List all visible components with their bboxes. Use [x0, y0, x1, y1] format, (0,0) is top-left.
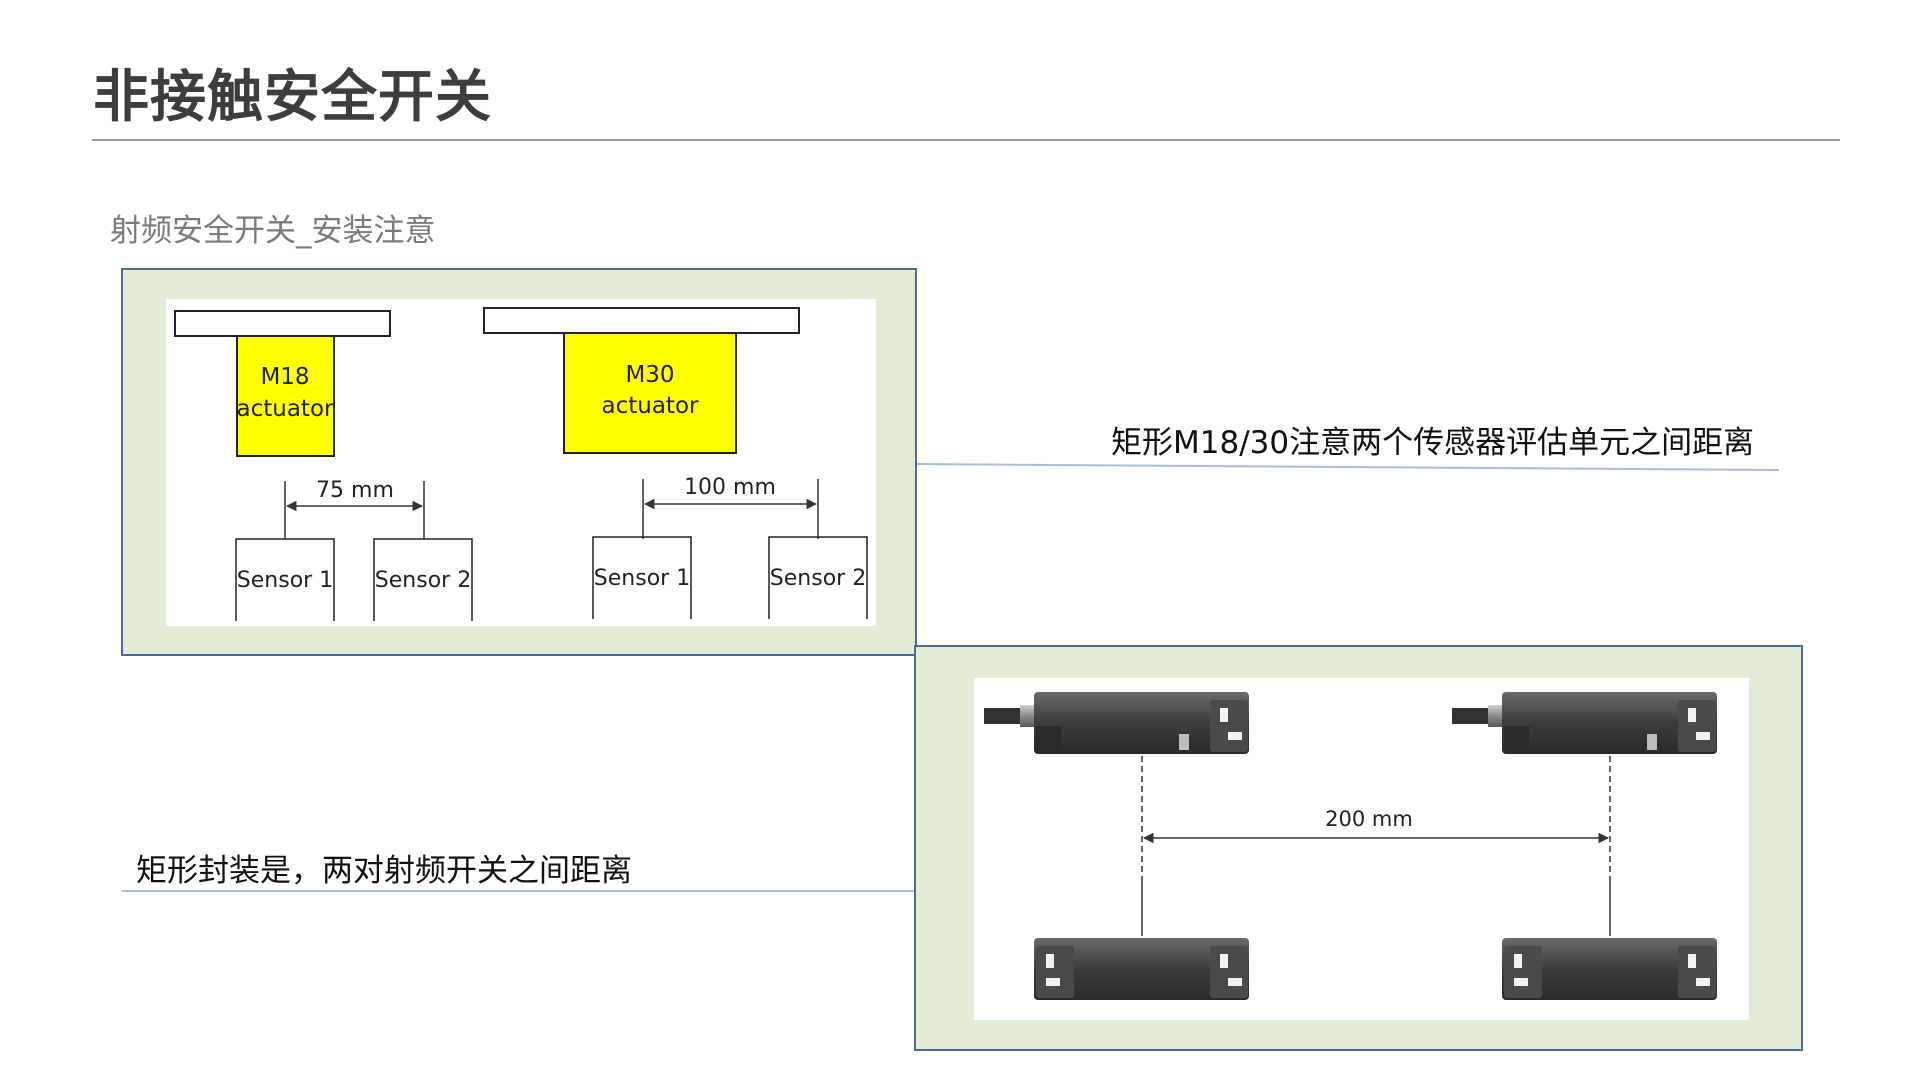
actuator-bottom-right: [1502, 938, 1717, 1000]
rectangular-diagram-panel: 200 mm: [914, 645, 1803, 1051]
m18-actuator-sublabel: actuator: [237, 396, 335, 422]
m18-m30-diagram: M18 actuator 75 mm Sensor 1 Sensor 2 M30…: [166, 299, 876, 626]
m30-actuator-sublabel: actuator: [602, 393, 700, 419]
m30-sensor-1: [592, 536, 692, 619]
m18-distance-label: 75 mm: [316, 478, 394, 503]
title-divider: [92, 139, 1840, 141]
callout-rectangular-note: 矩形封装是，两对射频开关之间距离: [136, 853, 632, 889]
m18-actuator-label: M18: [260, 364, 309, 390]
rectangular-diagram: 200 mm: [974, 678, 1749, 1020]
m18-actuator: [236, 335, 335, 457]
m30-distance-label: 100 mm: [684, 475, 776, 500]
m30-actuator-label: M30: [625, 362, 674, 388]
m30-sensor-2-label: Sensor 2: [770, 566, 866, 591]
slide-title: 非接触安全开关: [93, 65, 492, 130]
m30-mounting-bar: [483, 307, 800, 334]
distance-label: 200 mm: [1325, 807, 1413, 831]
sensor-top-left: [984, 692, 1249, 754]
m30-sensor-1-label: Sensor 1: [594, 566, 690, 591]
actuator-bottom-left: [1034, 938, 1249, 1000]
m18-mounting-bar: [174, 310, 391, 337]
slide-subtitle: 射频安全开关_安装注意: [110, 213, 436, 249]
callout-m18-m30-note: 矩形M18/30注意两个传感器评估单元之间距离: [1111, 425, 1755, 461]
m30-actuator: [563, 332, 737, 454]
m18-sensor-2-label: Sensor 2: [375, 568, 471, 593]
m18-sensor-1-label: Sensor 1: [237, 568, 333, 593]
sensor-top-right: [1452, 692, 1717, 754]
callout-line-rectangular: [122, 890, 914, 892]
callout-line-m18-m30: [916, 463, 1779, 472]
m18-m30-diagram-panel: M18 actuator 75 mm Sensor 1 Sensor 2 M30…: [121, 268, 917, 656]
m30-sensor-2: [768, 536, 868, 619]
m18-sensor-2: [373, 538, 473, 621]
m18-sensor-1: [235, 538, 335, 621]
